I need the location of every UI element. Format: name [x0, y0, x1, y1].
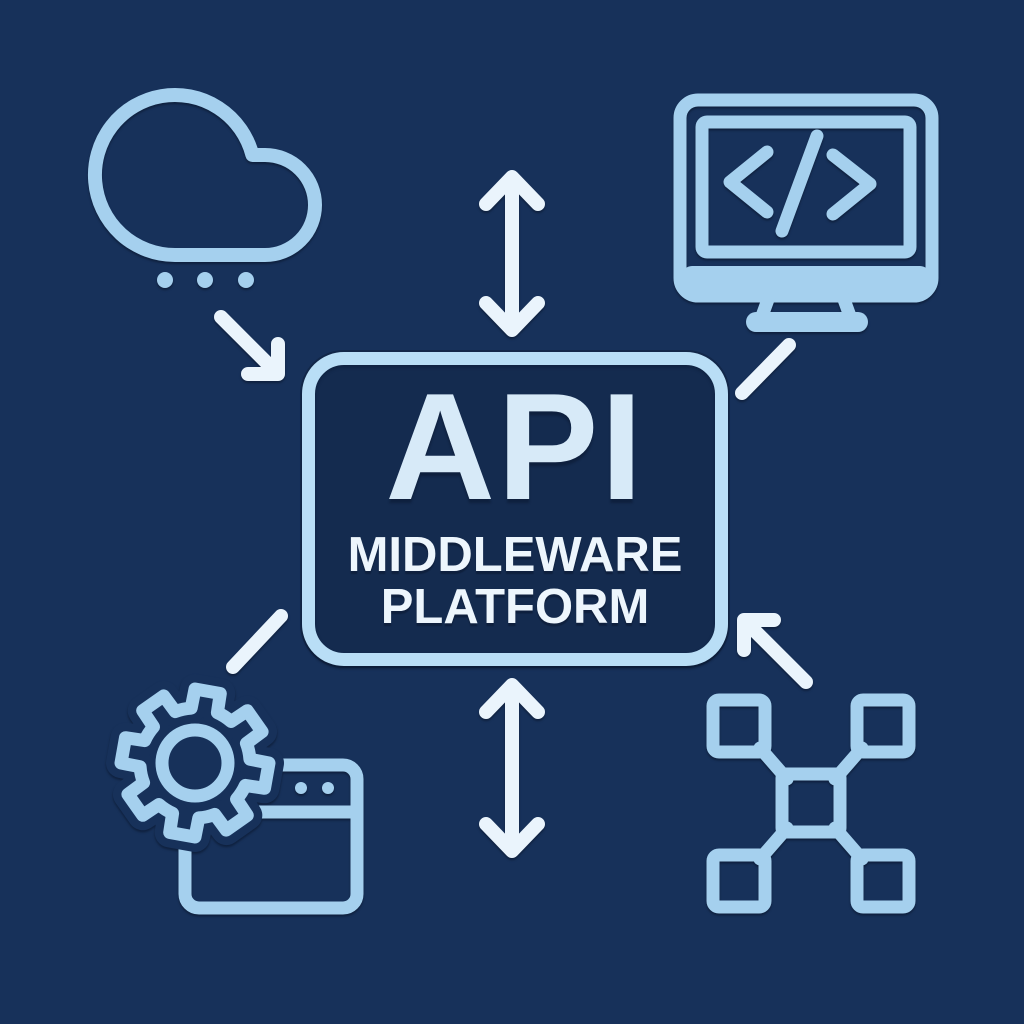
- monitor-to-box-line: [735, 338, 796, 400]
- api-platform-box: API MIDDLEWARE PLATFORM: [302, 352, 728, 666]
- cloud-icon: [87, 88, 322, 288]
- cloud-outline: [87, 88, 322, 262]
- network-node: [706, 848, 772, 914]
- monitor-bezel: [682, 266, 930, 294]
- gear-browser-window-icon: [106, 674, 364, 915]
- box-title: API: [385, 362, 645, 532]
- top-double-arrow: [479, 170, 545, 337]
- network-node: [706, 693, 772, 759]
- code-chevron-right-icon: [826, 148, 877, 221]
- arrowhead-up-left-icon: [737, 613, 781, 657]
- monitor-screen: [695, 115, 917, 259]
- box-subtitle-line1: MIDDLEWARE: [347, 528, 683, 582]
- arrowhead-up-icon: [479, 170, 545, 211]
- box-subtitle-line2: PLATFORM: [380, 580, 650, 634]
- code-tag-glyph: [723, 129, 877, 238]
- arrowhead-up-icon: [479, 678, 545, 719]
- rain-dots: [157, 272, 254, 288]
- network-node: [850, 693, 916, 759]
- arrowhead-down-icon: [479, 817, 545, 858]
- monitor-stand-base: [746, 312, 868, 332]
- monitor-frame: [673, 93, 939, 303]
- code-monitor-icon: [673, 93, 939, 332]
- gear-icon: [114, 682, 276, 844]
- network-node: [850, 848, 916, 914]
- network-to-box-arrow: [737, 613, 813, 689]
- gear-hub: [155, 723, 235, 803]
- arrowhead-down-icon: [479, 296, 545, 337]
- network-nodes-icon: [706, 693, 916, 914]
- network-links: [753, 741, 869, 866]
- cloud-to-box-arrow: [214, 310, 285, 381]
- gear-to-box-line: [226, 609, 288, 674]
- arrowhead-down-right-icon: [241, 337, 285, 381]
- browser-dot: [295, 782, 307, 794]
- network-node-center: [775, 767, 847, 839]
- code-slash-icon: [775, 129, 824, 238]
- bottom-double-arrow: [479, 678, 545, 858]
- browser-dot: [322, 782, 334, 794]
- code-chevron-left-icon: [723, 145, 774, 219]
